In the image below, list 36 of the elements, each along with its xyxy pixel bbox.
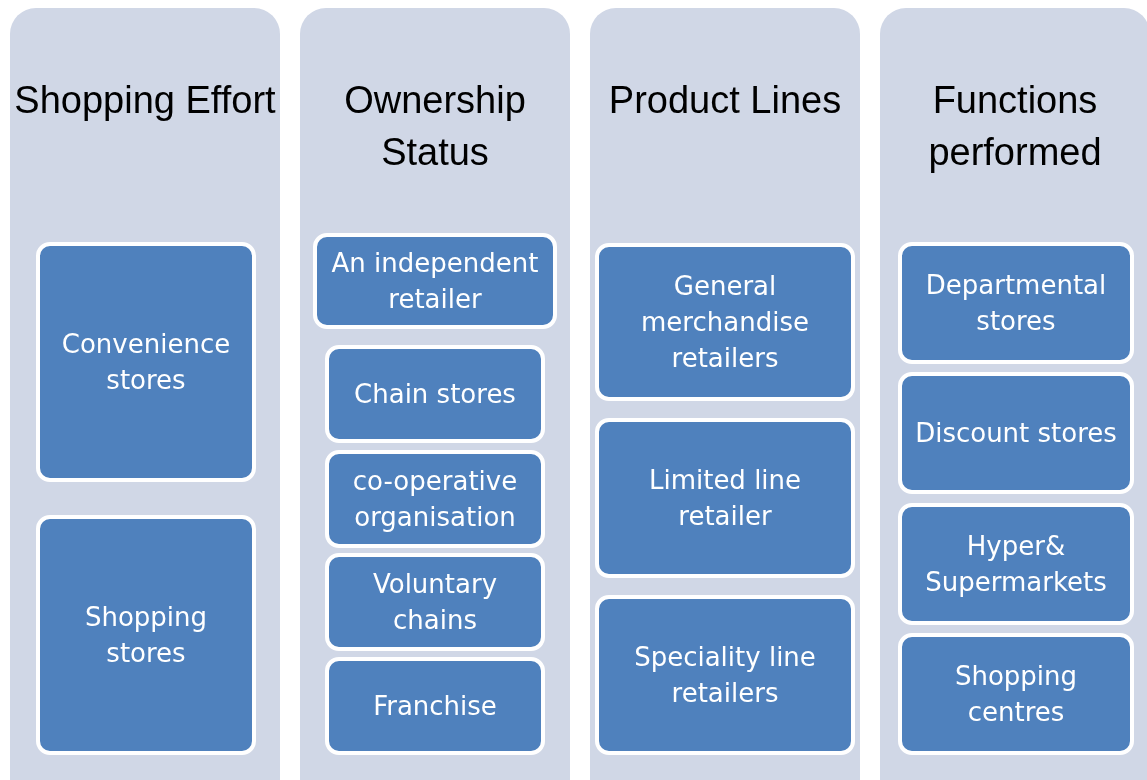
column-heading: Shopping Effort <box>13 78 277 123</box>
category-box <box>898 633 1134 755</box>
column-heading: Product Lines <box>607 78 843 123</box>
box-label: Convenience stores <box>60 328 232 397</box>
column-heading: Functions performed <box>927 78 1103 175</box>
category-box <box>325 345 545 443</box>
category-box <box>595 595 855 755</box>
category-box <box>898 372 1134 494</box>
category-box <box>595 243 855 401</box>
box-label: Franchise <box>372 690 498 723</box>
box-label: Chain stores <box>353 378 517 411</box>
column-panel <box>880 8 1147 780</box>
box-label: Discount stores <box>914 417 1118 450</box>
category-box <box>36 242 256 482</box>
column-panel <box>10 8 280 780</box>
column-panel <box>300 8 570 780</box>
box-label: Voluntary chains <box>371 568 499 637</box>
category-box <box>325 553 545 651</box>
box-label: Hyper& Supermarkets <box>924 530 1108 599</box>
category-box <box>325 450 545 548</box>
column-heading: Ownership Status <box>343 78 527 175</box>
category-box <box>313 233 557 329</box>
category-box <box>595 418 855 578</box>
box-label: Speciality line retailers <box>633 641 817 710</box>
category-box <box>898 503 1134 625</box>
box-label: General merchandise retailers <box>640 270 810 375</box>
box-label: Departmental stores <box>924 269 1108 338</box>
box-label: Limited line retailer <box>647 464 803 533</box>
box-label: co-operative organisation <box>351 465 519 534</box>
box-label: Shopping stores <box>83 601 209 670</box>
box-label: Shopping centres <box>953 660 1079 729</box>
category-box <box>325 657 545 755</box>
category-box <box>36 515 256 755</box>
box-label: An independent retailer <box>330 247 540 316</box>
category-box <box>898 242 1134 364</box>
column-panel <box>590 8 860 780</box>
